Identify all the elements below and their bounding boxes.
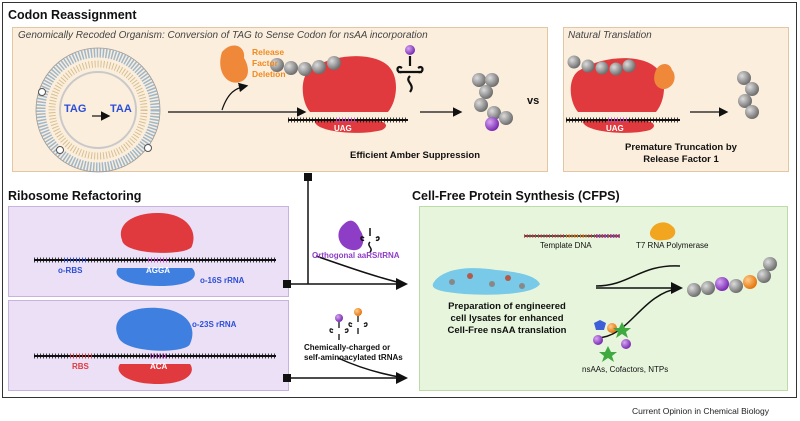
tag-label: TAG [64,103,87,115]
natural-panel-subtitle: Natural Translation [568,30,652,41]
o23s-label: o-23S rRNA [192,320,237,329]
template-dna-label: Template DNA [540,241,592,250]
orthogonal-label: Orthogonal aaRS/tRNA [312,251,400,260]
journal-footer: Current Opinion in Chemical Biology [632,406,770,416]
o16s-label: o-16S rRNA [200,276,245,285]
components-label: nsAAs, Cofactors, NTPs [582,365,669,374]
aca-label: ACA [150,362,168,371]
uag-label-natural: UAG [606,124,624,133]
release-factor-shape [220,45,248,83]
charged-trna-label: Chemically-charged or self-aminoacylated… [304,343,403,362]
taa-label: TAA [110,103,132,115]
ribosome-amber-suppression [270,45,513,133]
genome-panel-subtitle: Genomically Recoded Organism: Conversion… [18,30,428,41]
natural-caption: Premature Truncation by Release Factor 1 [625,142,737,165]
ribosome-orthogonal-23s [34,307,276,384]
section-title-ribosome-refactoring: Ribosome Refactoring [8,189,142,203]
ribosome-orthogonal-16s [34,212,276,286]
rbs-label: RBS [72,362,89,371]
orbs-label: o-RBS [58,266,83,275]
release-factor-label: Release Factor Deletion [252,47,286,79]
vs-label: vs [527,95,540,107]
figure-frame [2,2,797,398]
cfps-graphics [432,222,777,362]
uag-label-top: UAG [334,124,352,133]
section-title-codon-reassignment: Codon Reassignment [8,8,137,22]
t7-polymerase-label: T7 RNA Polymerase [636,241,709,250]
genome-caption: Efficient Amber Suppression [350,150,481,161]
ribosome-natural-translation [566,55,759,133]
genome-map [35,47,161,173]
section-title-cfps: Cell-Free Protein Synthesis (CFPS) [412,189,620,203]
orthogonal-aars-shape [338,220,364,251]
lysate-prep-label: Preparation of engineered cell lysates f… [447,301,567,336]
agga-label: AGGA [146,266,170,275]
